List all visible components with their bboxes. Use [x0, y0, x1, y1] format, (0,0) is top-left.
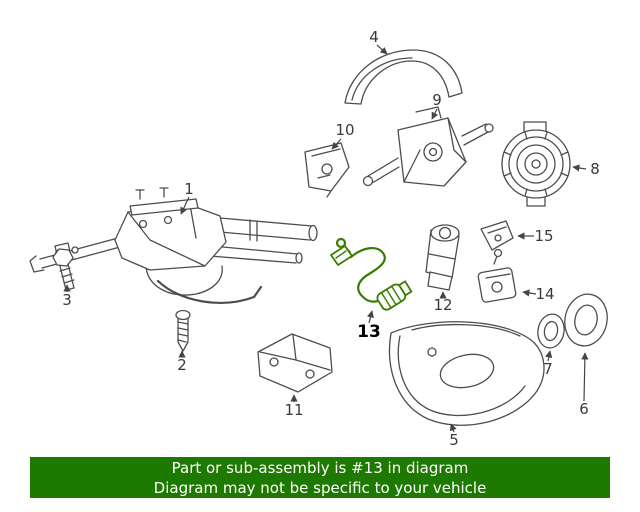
callout-label-10: 10 — [335, 121, 354, 139]
part-7-ring — [537, 313, 565, 349]
part-13-wire-harness-highlighted — [330, 237, 413, 311]
callout-label-6: 6 — [579, 400, 589, 418]
callout-label-14: 14 — [535, 285, 554, 303]
part-10-bracket — [304, 142, 350, 198]
callout-label-3: 3 — [62, 291, 72, 309]
callout-label-9: 9 — [432, 91, 442, 109]
callout-label-11: 11 — [284, 401, 303, 419]
part-8-clockspring — [501, 121, 571, 207]
callout-label-4: 4 — [369, 28, 379, 46]
disclaimer-banner: Part or sub-assembly is #13 in diagram D… — [30, 457, 610, 498]
part-3-bolt — [52, 248, 75, 291]
callout-arrows — [63, 44, 589, 433]
callout-label-8: 8 — [590, 160, 600, 178]
part-11-lower-bracket — [257, 333, 333, 393]
callout-label-5: 5 — [449, 431, 459, 449]
part-15-clip — [480, 220, 514, 251]
part-9-switch-assembly — [362, 106, 494, 187]
callout-label-15: 15 — [534, 227, 553, 245]
part-6-ring — [564, 293, 608, 347]
part-1-steering-column — [29, 187, 318, 304]
part-2-screw — [175, 309, 191, 352]
callout-label-13-highlighted: 13 — [357, 322, 381, 342]
callout-label-2: 2 — [177, 356, 187, 374]
part-14-switch — [477, 248, 517, 303]
callout-label-12: 12 — [433, 296, 452, 314]
callout-label-7: 7 — [543, 360, 553, 378]
part-12-ignition-switch — [425, 224, 460, 291]
part-4-upper-column-cover — [344, 49, 463, 105]
callout-label-1: 1 — [184, 180, 194, 198]
banner-line-2: Diagram may not be specific to your vehi… — [153, 478, 487, 497]
banner-line-1: Part or sub-assembly is #13 in diagram — [171, 458, 469, 477]
part-5-lower-column-cover — [388, 321, 545, 426]
